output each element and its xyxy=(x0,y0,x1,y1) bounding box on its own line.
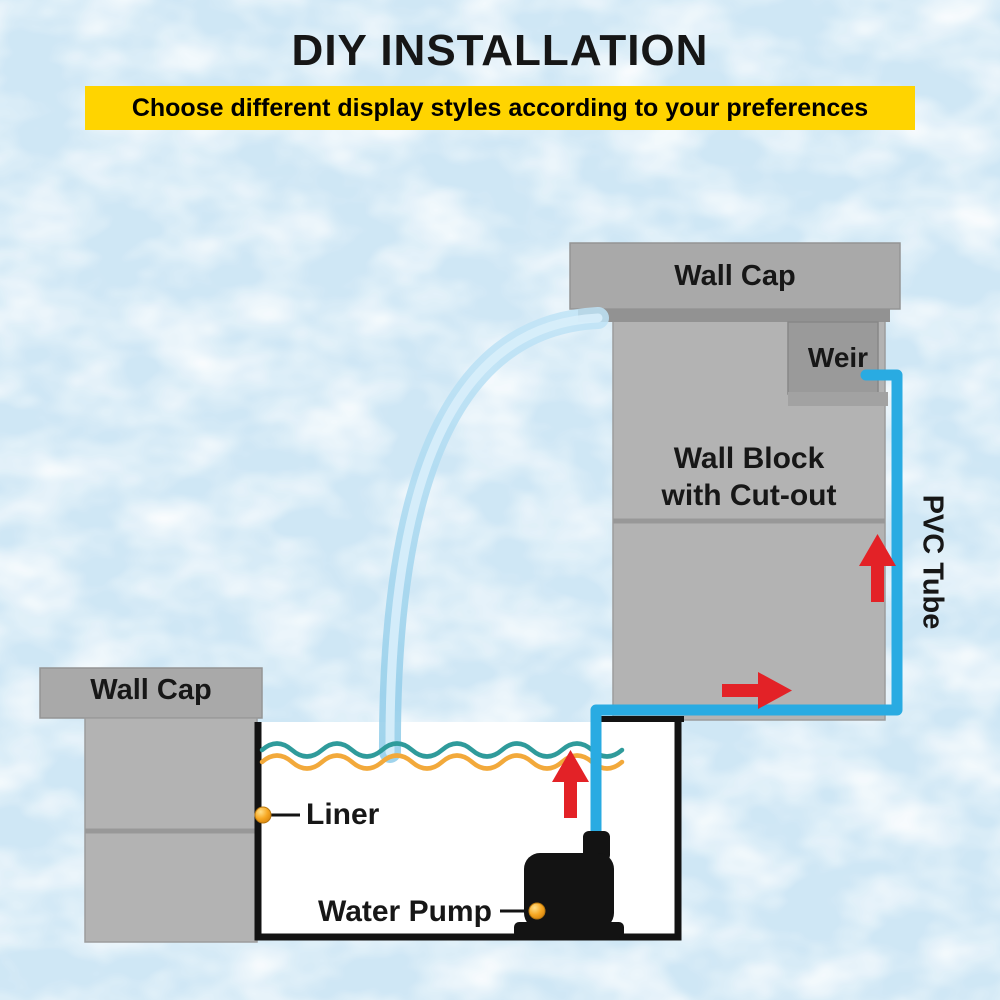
wave-orange xyxy=(259,753,625,771)
label-water-pump: Water Pump xyxy=(318,895,492,928)
weir-step xyxy=(788,392,888,406)
liner-path xyxy=(254,722,682,941)
callouts xyxy=(254,806,546,920)
arrow-up-from-pump xyxy=(552,750,589,818)
wall-cap-right xyxy=(569,242,901,310)
wave-teal xyxy=(259,741,625,759)
wall-cap-right-lip xyxy=(578,309,890,322)
pump-body xyxy=(524,853,614,929)
label-wall-cap-top: Wall Cap xyxy=(674,260,796,292)
flow-arrows xyxy=(552,534,896,818)
label-wall-block-line2: with Cut-out xyxy=(661,479,837,512)
pump-base xyxy=(514,922,624,938)
label-liner: Liner xyxy=(306,798,380,831)
water-surface-waves xyxy=(259,741,625,771)
stream-arc xyxy=(378,307,609,763)
label-wall-cap-left: Wall Cap xyxy=(90,674,212,706)
label-weir: Weir xyxy=(807,342,869,373)
water-pump-shape xyxy=(514,831,624,938)
arrow-right-to-tube xyxy=(722,672,792,709)
label-wall-block-line1: Wall Block xyxy=(673,442,825,475)
subtitle-banner: Choose different display styles accordin… xyxy=(85,86,915,130)
stream-highlight xyxy=(385,313,603,757)
liner-marker-dot xyxy=(254,806,272,824)
masonry-walls xyxy=(39,242,901,943)
label-wall-block: Wall Block with Cut-out xyxy=(613,440,885,514)
pump-marker-dot xyxy=(528,902,546,920)
pvc-tube-pipe xyxy=(590,369,903,852)
label-pvc-tube: PVC Tube xyxy=(916,494,949,630)
page-title: DIY INSTALLATION xyxy=(291,26,709,75)
arrow-up-right-wall xyxy=(859,534,896,602)
liner-outline xyxy=(254,716,684,941)
water-stream xyxy=(378,307,609,763)
